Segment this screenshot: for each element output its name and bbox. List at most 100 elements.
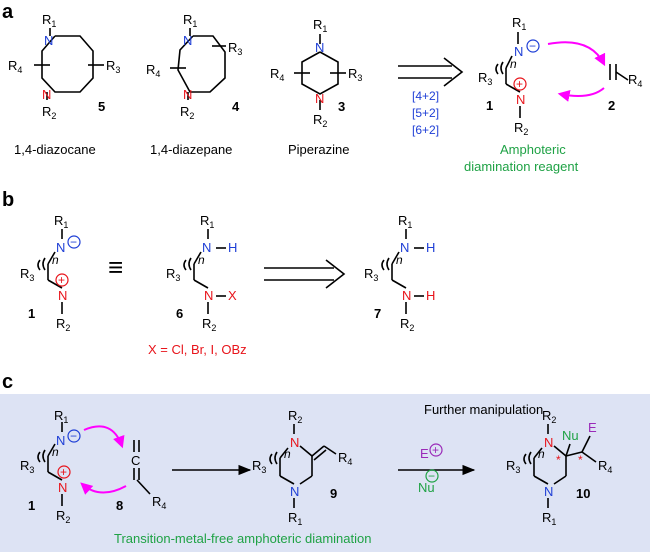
alkene-2 xyxy=(609,64,629,81)
c1c-minus: − xyxy=(70,429,77,443)
c1c-n-top: N xyxy=(56,433,65,448)
product-9 xyxy=(269,424,337,508)
reagent-a-n-top: N xyxy=(514,44,523,59)
p10-n-top: N xyxy=(544,435,553,450)
nucleophile-minus-ring xyxy=(425,469,439,483)
s5-n-bottom: N xyxy=(42,87,51,102)
c1b-n-bottom: N xyxy=(58,288,67,303)
mode-4-2: [4+2] xyxy=(412,89,439,103)
panel-b-letter: b xyxy=(2,189,14,211)
reagent-a-n-minus: − xyxy=(529,39,536,53)
p9-n-top: N xyxy=(290,435,299,450)
p9-n-label: n xyxy=(284,447,291,461)
s3-name: Piperazine xyxy=(288,142,349,157)
c1b-r2: R2 xyxy=(56,316,70,333)
panel-a-letter: a xyxy=(2,1,14,23)
s3-r3: R3 xyxy=(348,66,362,83)
magenta-arrow-bottom-c xyxy=(80,482,127,495)
allene-8 xyxy=(133,440,151,495)
s3-number: 3 xyxy=(338,99,345,114)
structure-4-labels: N N R1 R2 R4 R3 4 1,4-diazepane xyxy=(146,12,242,157)
c6-r3: R3 xyxy=(166,266,180,283)
reagent-label-line2: diamination reagent xyxy=(464,159,579,174)
compound-7-labels: R1 N H n R3 N H R2 7 xyxy=(364,213,435,333)
s4-r1: R1 xyxy=(183,12,197,29)
reagent-a-number: 1 xyxy=(486,98,493,113)
s3-r2: R2 xyxy=(313,112,327,129)
c7-r2: R2 xyxy=(400,316,414,333)
reagent-1-skeleton-a xyxy=(495,32,521,118)
c1b-number: 1 xyxy=(28,306,35,321)
s3-n-top: N xyxy=(315,40,324,55)
compound-1-b xyxy=(37,229,63,314)
structure-3-piperazine xyxy=(294,34,346,110)
s3-n-bottom: N xyxy=(315,91,324,106)
c1b-minus-ring xyxy=(67,235,81,249)
structure-4-diazepane xyxy=(170,28,226,100)
c1c-n-label: n xyxy=(52,445,59,459)
s3-r4: R4 xyxy=(270,66,284,83)
c1c-number: 1 xyxy=(28,498,35,513)
electrophile-e: E xyxy=(420,446,429,461)
compound-6-labels: R1 N H n R3 N X R2 6 xyxy=(166,213,237,333)
s5-r2: R2 xyxy=(42,104,56,121)
allene-c: C xyxy=(131,453,140,468)
mode-5-2: [5+2] xyxy=(412,106,439,120)
c6-n-bottom: N xyxy=(204,288,213,303)
c7-n-bottom: N xyxy=(402,288,411,303)
p10-number: 10 xyxy=(576,486,590,501)
x-definition: X = Cl, Br, I, OBz xyxy=(148,342,247,357)
s5-n-top: N xyxy=(44,33,53,48)
alkene-r4: R4 xyxy=(628,72,642,89)
allene-number: 8 xyxy=(116,498,123,513)
magenta-arrow-top-a xyxy=(547,41,606,67)
nucleophile-nu: Nu xyxy=(418,480,435,495)
c1b-n-label: n xyxy=(52,253,59,267)
c6-number: 6 xyxy=(176,306,183,321)
c6-h: H xyxy=(228,240,237,255)
s5-r4: R4 xyxy=(8,58,22,75)
s4-name: 1,4-diazepane xyxy=(150,142,232,157)
electrophile-plus-ring xyxy=(429,443,443,457)
p10-nu: Nu xyxy=(562,428,579,443)
compound-7 xyxy=(381,229,424,314)
c6-n-label: n xyxy=(198,253,205,267)
c1b-plus-ring xyxy=(55,273,69,287)
equivalence-sign: ≡ xyxy=(108,252,123,282)
product-10 xyxy=(523,424,597,508)
s5-r1: R1 xyxy=(42,12,56,29)
c7-r3: R3 xyxy=(364,266,378,283)
magenta-arrow-bottom-a xyxy=(557,87,605,102)
s3-r1: R1 xyxy=(313,17,327,34)
panel-c-background xyxy=(0,394,650,552)
structure-5-labels: N N R1 R2 R4 R3 5 1,4-diazocane xyxy=(8,12,120,157)
electrophile-plus: + xyxy=(432,443,439,457)
p10-e: E xyxy=(588,420,597,435)
p10-n-label: n xyxy=(538,447,545,461)
reagent-a-plus-ring xyxy=(513,77,527,91)
c7-r1: R1 xyxy=(398,213,412,230)
s5-number: 5 xyxy=(98,99,105,114)
c1b-n-top: N xyxy=(56,240,65,255)
mode-6-2: [6+2] xyxy=(412,123,439,137)
s4-r3: R3 xyxy=(228,40,242,57)
p9-number: 9 xyxy=(330,486,337,501)
reagent-a-r1: R1 xyxy=(512,15,526,32)
c1b-minus: − xyxy=(70,235,77,249)
cycloaddition-modes: [4+2] [5+2] [6+2] xyxy=(412,89,439,137)
c7-n-top: N xyxy=(400,240,409,255)
s4-n-bottom: N xyxy=(183,87,192,102)
retro-arrow-b xyxy=(264,259,346,289)
p10-n-bottom: N xyxy=(544,484,553,499)
c1c-plus: + xyxy=(60,465,67,479)
s5-name: 1,4-diazocane xyxy=(14,142,96,157)
reagent-label-line1: Amphoteric xyxy=(500,142,566,157)
c1c-minus-ring xyxy=(67,429,81,443)
c6-r2: R2 xyxy=(202,316,216,333)
bottom-caption: Transition-metal-free amphoteric diamina… xyxy=(114,531,371,546)
s4-r4: R4 xyxy=(146,62,160,79)
c1c-plus-ring xyxy=(57,465,71,479)
alkene-number: 2 xyxy=(608,98,615,113)
s4-r2: R2 xyxy=(180,104,194,121)
